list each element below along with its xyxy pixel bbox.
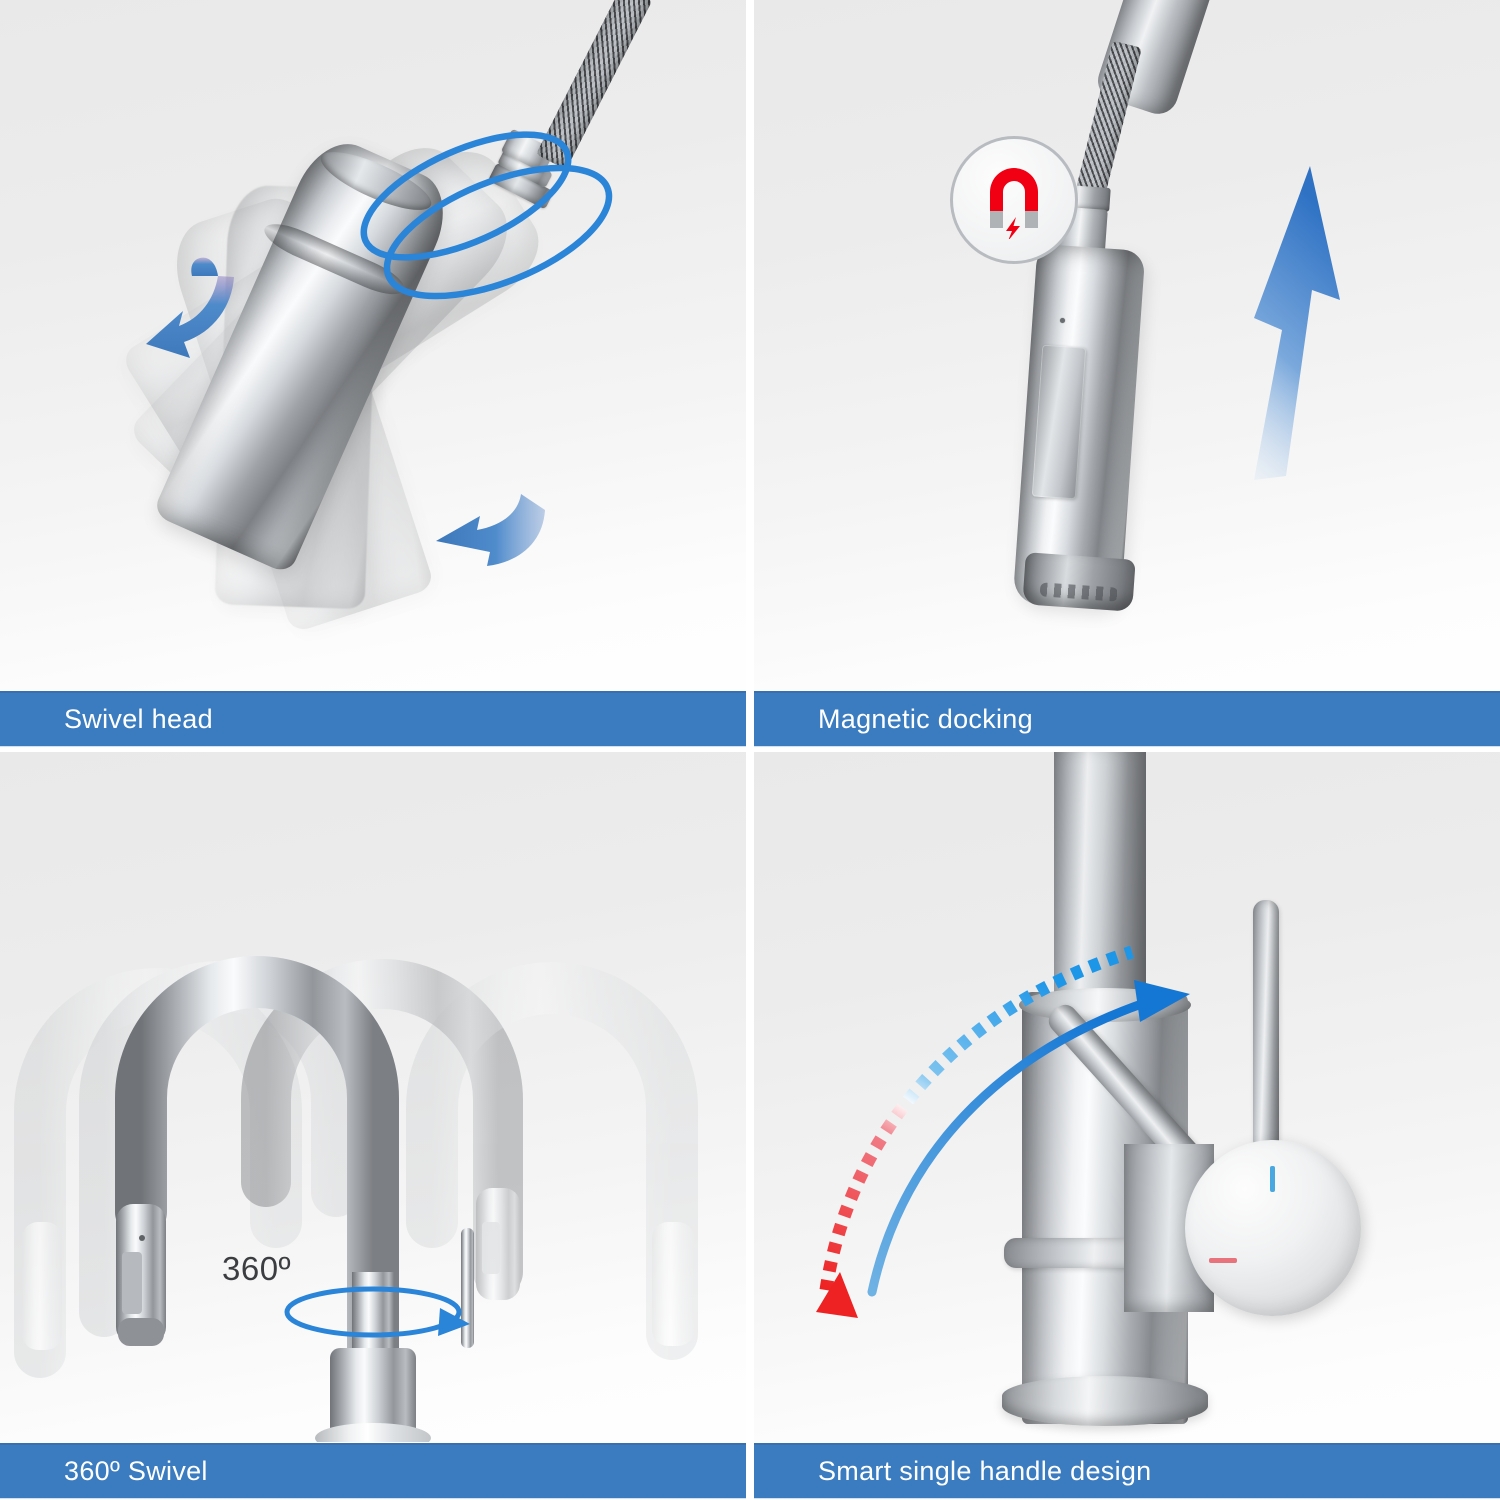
gooseneck-ghost-right bbox=[241, 959, 523, 1300]
panel-smart-single-handle-illustration bbox=[754, 752, 1500, 1442]
caption-label-360-swivel: 360º Swivel bbox=[64, 1456, 208, 1486]
caption-bar-360-swivel: 360º Swivel bbox=[0, 1443, 746, 1499]
faucet-riser bbox=[1054, 752, 1146, 1010]
panel-360-swivel: 360º 360º Swivel bbox=[0, 752, 746, 1500]
panel-magnetic-docking-illustration bbox=[754, 0, 1500, 690]
caption-bar-magnetic-docking: Magnetic docking bbox=[754, 691, 1500, 747]
spray-head-tip bbox=[1022, 552, 1136, 612]
spray-mode-button bbox=[122, 1252, 142, 1314]
panel-magnetic-docking: Magnetic docking bbox=[754, 0, 1500, 748]
faucet-body-collar bbox=[1019, 988, 1191, 1022]
grid-gutter-vertical-bottom bbox=[746, 752, 754, 1500]
magnet-pole-left bbox=[990, 211, 1003, 228]
caption-label-magnetic-docking: Magnetic docking bbox=[818, 704, 1033, 734]
braided-hose bbox=[535, 0, 653, 170]
gooseneck-ghost-far-right bbox=[406, 962, 698, 1360]
lightning-bolt-icon bbox=[1006, 217, 1020, 239]
handle-lever bbox=[461, 1228, 474, 1348]
magnet-icon bbox=[990, 168, 1038, 239]
annotation-360: 360º bbox=[222, 1250, 292, 1287]
rotation-ring-icon bbox=[284, 1286, 462, 1338]
caption-bar-smart-single-handle: Smart single handle design bbox=[754, 1443, 1500, 1499]
magnet-badge bbox=[950, 136, 1078, 264]
caption-label-smart-single-handle: Smart single handle design bbox=[818, 1456, 1152, 1486]
gooseneck-main bbox=[115, 956, 399, 1442]
caption-bar-swivel-head: Swivel head bbox=[0, 691, 746, 747]
braided-hose-segment bbox=[1076, 40, 1142, 196]
panel-smart-single-handle: Smart single handle design bbox=[754, 752, 1500, 1500]
faucet-base bbox=[315, 1272, 431, 1442]
caption-label-swivel-head: Swivel head bbox=[64, 704, 213, 734]
grid-gutter-vertical-top bbox=[746, 0, 754, 748]
panel-360-swivel-illustration: 360º bbox=[0, 752, 746, 1442]
arrow-up-icon bbox=[1254, 166, 1340, 480]
rotation-arrowhead-icon bbox=[438, 1308, 470, 1336]
spray-head-tip bbox=[118, 1318, 164, 1346]
grid-gutter-horizontal bbox=[0, 748, 1500, 752]
cold-tick-icon bbox=[1270, 1166, 1275, 1192]
magnet-pole-right bbox=[1025, 211, 1038, 228]
panel-swivel-head-illustration bbox=[0, 0, 746, 690]
handle-lever-up-position[interactable] bbox=[1253, 900, 1279, 1152]
panel-swivel-head: Swivel head bbox=[0, 0, 746, 748]
curved-arrow-left-icon bbox=[436, 494, 545, 566]
spray-head-pin bbox=[1060, 318, 1065, 323]
faucet-base-flange bbox=[1002, 1376, 1208, 1426]
gooseneck-positions bbox=[14, 956, 698, 1442]
spray-head-pin bbox=[139, 1235, 145, 1241]
hot-tick-icon bbox=[1209, 1258, 1237, 1263]
